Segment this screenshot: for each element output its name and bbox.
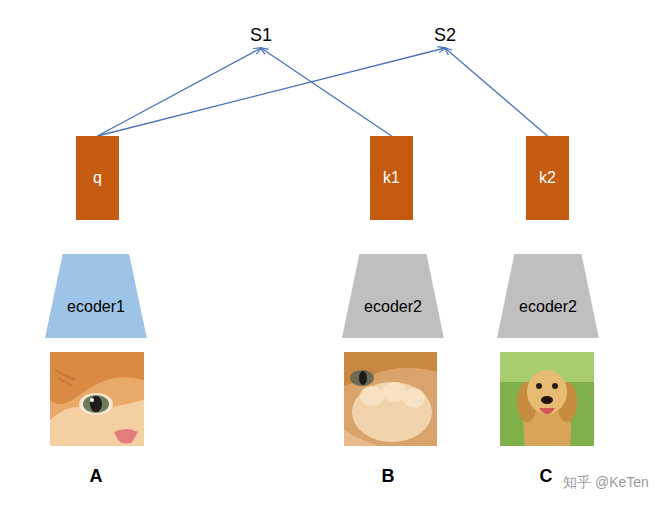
trapezoid-outline	[45, 254, 147, 338]
paw-photo	[344, 352, 437, 446]
arrow-connector	[98, 48, 262, 136]
dog-photo	[500, 352, 594, 446]
node-text: S2	[434, 25, 456, 46]
node-text: ecoder1	[67, 298, 125, 316]
arrow-connector	[445, 48, 548, 136]
score-label: S2	[429, 22, 461, 48]
node-text: S1	[250, 25, 272, 46]
image-label: A	[90, 466, 103, 487]
node-text: ecoder2	[519, 298, 577, 316]
arrow-connector	[98, 48, 446, 136]
encoder-trapezoid: ecoder1	[45, 254, 147, 338]
encoder-trapezoid: ecoder2	[342, 254, 444, 338]
node-text: k1	[383, 169, 400, 187]
kitten-photo	[50, 352, 144, 446]
watermark: 知乎 @KeTen	[563, 474, 649, 492]
node-text: q	[93, 169, 102, 187]
image-label: B	[382, 466, 395, 487]
trapezoid-outline	[497, 254, 599, 338]
score-label: S1	[245, 22, 277, 48]
key-vector: k1	[370, 136, 413, 220]
node-text: k2	[539, 169, 556, 187]
query-vector: q	[76, 136, 119, 220]
encoder-trapezoid: ecoder2	[497, 254, 599, 338]
node-text: ecoder2	[364, 298, 422, 316]
trapezoid-outline	[342, 254, 444, 338]
arrow-connector	[261, 48, 392, 136]
image-label: C	[540, 466, 553, 487]
key-vector: k2	[526, 136, 569, 220]
